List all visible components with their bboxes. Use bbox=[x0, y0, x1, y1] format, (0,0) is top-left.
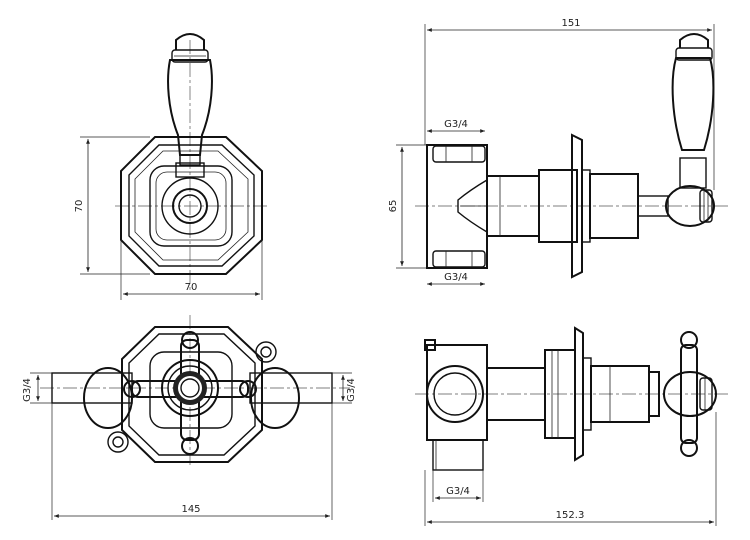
side-height-label: 65 bbox=[388, 200, 399, 213]
front-width-label: 70 bbox=[185, 282, 198, 293]
bottom-side-outlet-label: G3/4 bbox=[446, 486, 470, 497]
bottom-side-length-label: 152.3 bbox=[556, 510, 585, 521]
back-width-label: 145 bbox=[181, 504, 200, 515]
side-length-label: 151 bbox=[561, 18, 580, 29]
side-view: 151 65 G3/4 G3/4 bbox=[388, 18, 728, 286]
front-height-label: 70 bbox=[74, 200, 85, 213]
front-view: 70 70 bbox=[74, 33, 268, 300]
back-inlet-right-label: G3/4 bbox=[346, 378, 357, 402]
back-inlet-left-label: G3/4 bbox=[22, 378, 33, 402]
side-inlet-bottom-label: G3/4 bbox=[444, 272, 468, 283]
bottom-side-view: G3/4 152.3 bbox=[415, 326, 728, 526]
side-inlet-top-label: G3/4 bbox=[444, 119, 468, 130]
back-view: G3/4 G3/4 145 bbox=[22, 315, 357, 520]
